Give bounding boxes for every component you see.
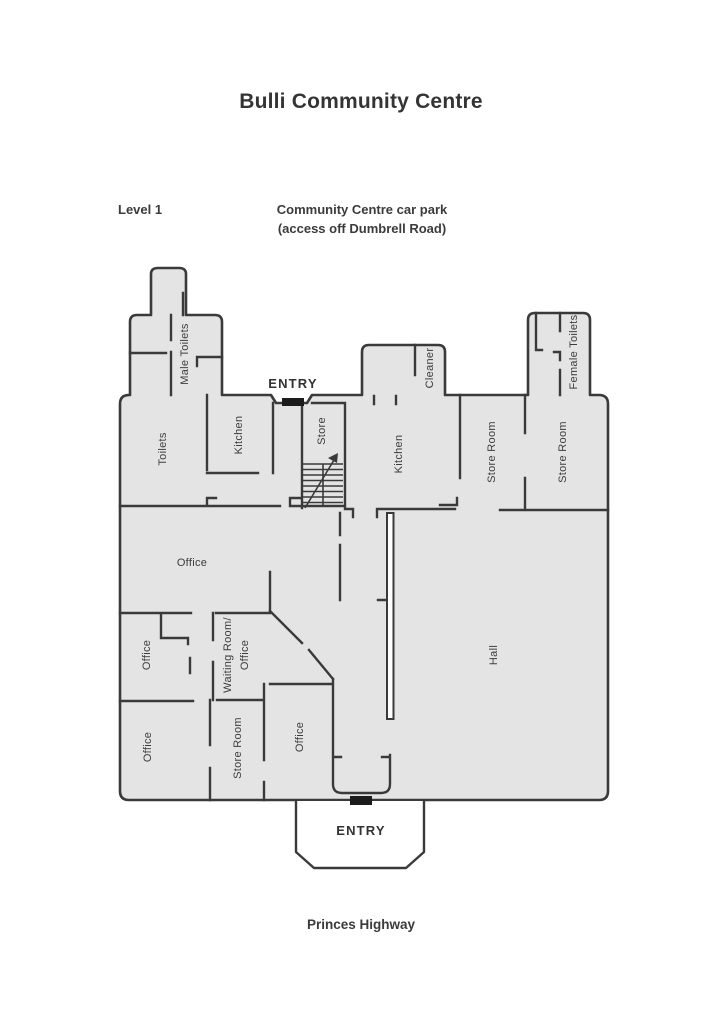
room-label-cleaner: Cleaner	[424, 348, 436, 389]
stairs-direction-line	[304, 459, 335, 509]
level-label: Level 1	[118, 202, 162, 217]
staircase	[303, 453, 343, 509]
room-label-store-room-top-right: Store Room	[557, 421, 569, 483]
entry-label-bottom: ENTRY	[336, 823, 386, 838]
room-label-office-bottom-left: Office	[142, 732, 154, 762]
room-label-office-large: Office	[177, 557, 207, 569]
room-label-office-bottom-mid: Office	[294, 722, 306, 752]
page-title: Bulli Community Centre	[239, 90, 483, 113]
room-label-store-room-top-left: Store Room	[486, 421, 498, 483]
road-label: Princes Highway	[307, 917, 416, 932]
room-label-waiting-room-line2: Office	[239, 640, 251, 670]
car-park-label-line1: Community Centre car park	[277, 202, 448, 217]
room-label-store: Store	[316, 417, 328, 445]
entry-door-marker-top	[282, 398, 304, 406]
entry-vestibule	[294, 801, 426, 870]
room-label-kitchen-main: Kitchen	[393, 435, 405, 474]
interior-walls	[118, 291, 610, 802]
room-label-female-toilets: Female Toilets	[568, 314, 580, 389]
room-label-male-toilets: Male Toilets	[179, 323, 191, 385]
building-outline	[118, 266, 610, 802]
hall-west-wall	[386, 512, 395, 720]
room-label-hall: Hall	[488, 645, 500, 665]
entry-label-top: ENTRY	[268, 376, 318, 391]
entry-door-marker-bottom	[350, 796, 372, 805]
room-label-office-mid-left: Office	[141, 640, 153, 670]
room-label-toilets: Toilets	[157, 432, 169, 465]
room-label-kitchen-left: Kitchen	[233, 416, 245, 455]
room-label-waiting-room-line1: Waiting Room/	[222, 617, 234, 693]
car-park-label-line2: (access off Dumbrell Road)	[278, 221, 446, 236]
room-label-store-room-bottom: Store Room	[232, 717, 244, 779]
stairs-direction-arrow-icon	[328, 453, 338, 463]
